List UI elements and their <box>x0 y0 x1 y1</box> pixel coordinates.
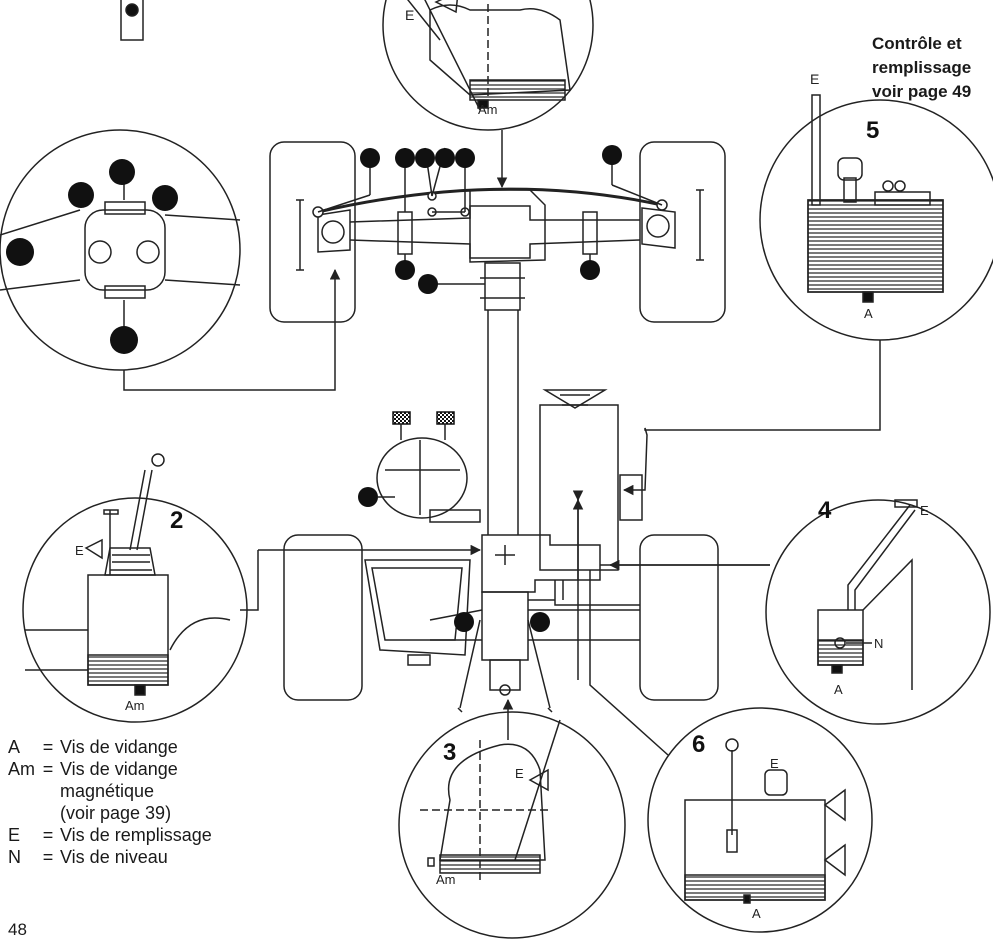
label-E-2: E <box>75 543 84 558</box>
front-axle-grease-points <box>360 145 622 294</box>
grease-indicator-box <box>120 0 144 41</box>
legend-desc-cont: (voir page 39) <box>60 803 172 823</box>
page-number: 48 <box>8 920 27 939</box>
legend-key: A <box>8 737 21 757</box>
detail-number-2: 2 <box>170 507 183 534</box>
legend-key: E <box>8 825 21 845</box>
detail-5-hydraulic-tank <box>759 94 993 341</box>
steering-assembly <box>358 411 481 523</box>
legend-sep: = <box>42 737 54 757</box>
legend-desc: Vis de vidange <box>60 759 178 779</box>
fuel-tank <box>539 389 643 580</box>
gearbox-housing <box>258 534 770 593</box>
label-Am-2: Am <box>125 698 145 713</box>
detail-number-5: 5 <box>866 117 879 144</box>
detail-universal-joint <box>0 129 241 371</box>
legend-key: N <box>8 847 21 867</box>
detail-number-4: 4 <box>818 497 832 524</box>
legend-desc-cont: magnétique <box>60 781 155 801</box>
label-N-4: N <box>874 636 883 651</box>
label-A-4: A <box>834 682 843 697</box>
legend-sep: = <box>42 759 54 779</box>
rear-axle <box>283 534 719 713</box>
legend-row-Am: Am = Vis de vidange <box>8 758 270 780</box>
front-axle <box>269 141 726 323</box>
label-Am-top: Am <box>478 102 498 117</box>
label-E-6: E <box>770 756 779 771</box>
detail-front-axle-oil <box>382 0 594 131</box>
label-E-top: E <box>405 7 414 23</box>
detail-6-engine <box>647 707 873 933</box>
legend: A = Vis de vidange Am = Vis de vidange m… <box>8 736 270 868</box>
label-A-5: A <box>864 306 873 321</box>
label-A-6: A <box>752 906 761 921</box>
legend-desc: Vis de niveau <box>60 847 168 867</box>
detail-3-rear-differential <box>398 711 626 939</box>
legend-desc: Vis de remplissage <box>60 825 212 845</box>
legend-desc: Vis de vidange <box>60 737 178 757</box>
legend-key: Am <box>8 759 35 779</box>
detail-number-3: 3 <box>443 739 456 766</box>
legend-row-A: A = Vis de vidange <box>8 736 270 758</box>
legend-sep: = <box>42 847 54 867</box>
label-E-5: E <box>810 71 819 87</box>
legend-row-N: N = Vis de niveau <box>8 846 270 868</box>
detail-4-side-housing <box>765 499 991 725</box>
control-heading: Contrôle et remplissage voir page 49 <box>872 32 993 104</box>
heading-line-3: voir page 49 <box>872 82 972 101</box>
heading-line-2: remplissage <box>872 58 972 77</box>
detail-number-6: 6 <box>692 731 705 758</box>
legend-sep: = <box>42 825 54 845</box>
label-E-4: E <box>920 503 929 518</box>
drive-shaft <box>480 262 525 535</box>
label-Am-3: Am <box>436 872 456 887</box>
legend-row-E: E = Vis de remplissage <box>8 824 270 846</box>
heading-line-1: Contrôle et <box>872 34 962 53</box>
detail-2-gearbox <box>22 453 248 723</box>
label-E-3: E <box>515 766 524 781</box>
